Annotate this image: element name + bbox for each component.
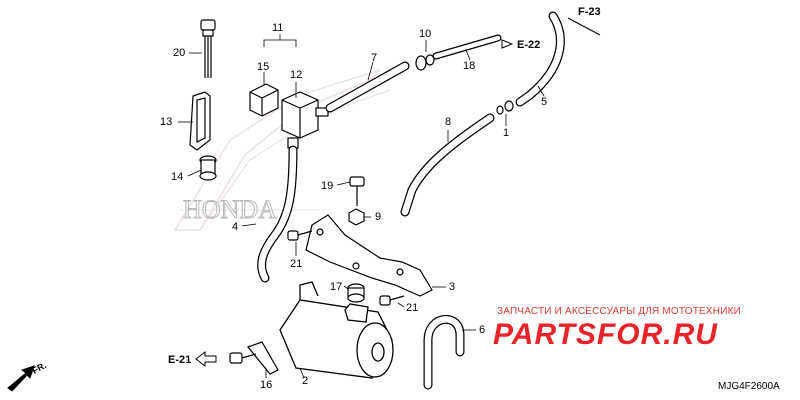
nut-9 <box>348 208 365 226</box>
ref-f23: F-23 <box>578 6 601 18</box>
bracket-3 <box>305 214 433 297</box>
diagram-code: MJG4F2600A <box>718 381 780 392</box>
callout-1: 1 <box>503 127 510 139</box>
honda-wing-watermark <box>173 69 391 231</box>
callout-19: 19 <box>321 180 334 192</box>
callout-9: 9 <box>375 211 382 223</box>
callout-21a: 21 <box>290 258 303 270</box>
callout-12: 12 <box>290 69 303 81</box>
callout-3: 3 <box>449 281 456 293</box>
bolt-19 <box>349 176 365 206</box>
ref-e21: E-21 <box>168 354 192 366</box>
grommet-14 <box>199 155 217 181</box>
watermark-logo: PARTSFOR.RU <box>493 318 718 351</box>
callout-7: 7 <box>371 52 378 64</box>
callout-13: 13 <box>160 116 173 128</box>
callout-2: 2 <box>302 375 309 387</box>
callout-11: 11 <box>272 22 284 34</box>
ref-e22: E-22 <box>517 39 541 51</box>
leader-lines <box>178 34 545 379</box>
joint-10 <box>415 54 435 71</box>
grommet-17 <box>347 283 365 303</box>
watermark-caption: ЗАПЧАСТИ И АКСЕССУАРЫ ДЛЯ МОТОТЕХНИКИ <box>497 306 742 317</box>
callout-6: 6 <box>479 324 486 336</box>
callout-14: 14 <box>171 171 184 183</box>
bolt-20 <box>200 19 216 78</box>
clamp-16 <box>229 341 279 375</box>
callout-16: 16 <box>260 379 273 391</box>
callout-15: 15 <box>257 61 270 73</box>
callout-4: 4 <box>232 221 239 233</box>
callout-18: 18 <box>463 60 476 72</box>
callout-21b: 21 <box>406 302 419 314</box>
valve-12 <box>281 91 329 149</box>
callout-8: 8 <box>445 116 452 128</box>
callout-10: 10 <box>419 28 432 40</box>
callout-20: 20 <box>173 47 186 59</box>
ref-arrows <box>7 17 601 392</box>
bolt-21a <box>287 230 313 241</box>
callout-5: 5 <box>541 96 548 108</box>
bolt-21b <box>379 295 405 306</box>
honda-wordmark: HONDA <box>183 195 277 224</box>
tube-8 <box>400 113 495 217</box>
canister-2 <box>279 281 394 379</box>
joint-1 <box>496 100 514 115</box>
cap-15 <box>249 83 279 117</box>
callout-17: 17 <box>330 281 343 293</box>
bracket-13 <box>189 91 211 151</box>
